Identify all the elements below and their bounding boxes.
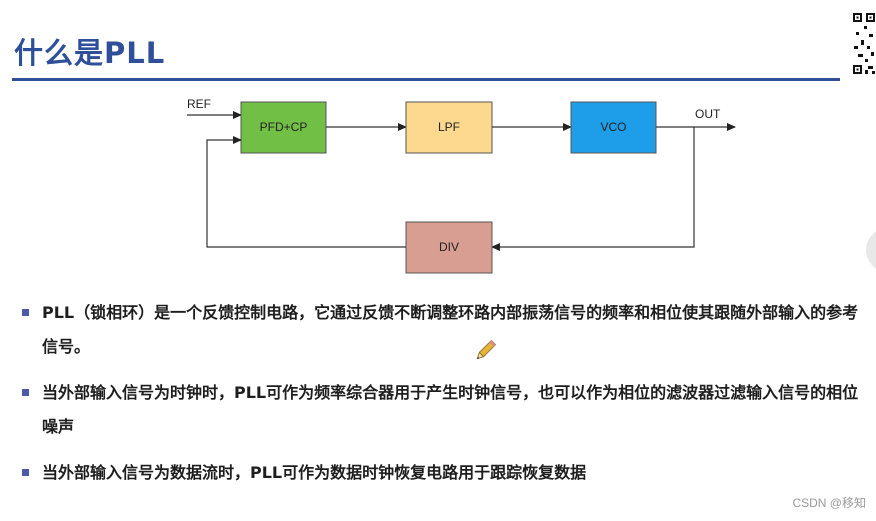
pfd-cp-block xyxy=(240,101,327,154)
out-label: OUT xyxy=(695,107,721,121)
div-label: DIV xyxy=(439,240,459,254)
bullet-text: 当外部输入信号为数据流时，PLL可作为数据时钟恢复电路用于跟踪恢复数据 xyxy=(42,463,587,482)
feedback-to-div-arrow xyxy=(491,127,695,251)
watermark: CSDN @移知 xyxy=(792,496,866,510)
bullet-square-icon xyxy=(22,469,29,476)
bullet-item: 当外部输入信号为数据流时，PLL可作为数据时钟恢复电路用于跟踪恢复数据 xyxy=(20,456,866,490)
bullet-square-icon xyxy=(22,309,29,316)
bullet-item: PLL（锁相环）是一个反馈控制电路，它通过反馈不断调整环路内部振荡信号的频率和相… xyxy=(20,296,866,364)
title-divider xyxy=(12,78,840,81)
qr-code-icon xyxy=(852,12,876,76)
pencil-icon xyxy=(476,339,497,360)
bullet-text: 当外部输入信号为时钟时，PLL可作为频率综合器用于产生时钟信号，也可以作为相位的… xyxy=(42,383,859,436)
slide-title: 什么是PLL xyxy=(14,36,166,70)
bullet-text: PLL（锁相环）是一个反馈控制电路，它通过反馈不断调整环路内部振荡信号的频率和相… xyxy=(42,303,859,356)
bullet-item: 当外部输入信号为时钟时，PLL可作为频率综合器用于产生时钟信号，也可以作为相位的… xyxy=(20,376,866,444)
bullet-square-icon xyxy=(22,389,29,396)
lpf-label: LPF xyxy=(438,120,460,134)
vco-label: VCO xyxy=(600,120,626,134)
vco-block xyxy=(570,101,657,154)
div-block xyxy=(405,221,493,274)
side-scroll-handle[interactable] xyxy=(866,228,876,272)
div-to-pfd-arrow xyxy=(206,136,406,248)
pfd-cp-label: PFD+CP xyxy=(260,120,308,134)
bullet-list: PLL（锁相环）是一个反馈控制电路，它通过反馈不断调整环路内部振荡信号的频率和相… xyxy=(20,296,866,502)
pll-block-diagram: REF PFD+CP LPF VCO OUT DIV xyxy=(187,97,736,274)
ref-label: REF xyxy=(187,97,211,111)
